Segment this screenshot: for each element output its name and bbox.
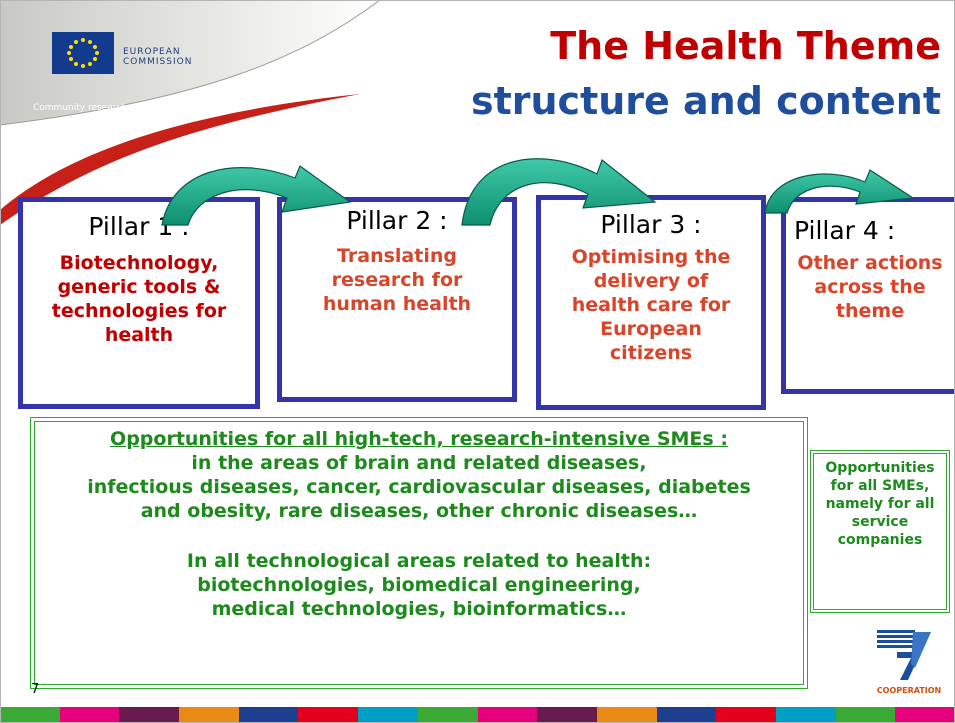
color-segment [477,707,538,723]
fp7-cooperation-label: COOPERATION [876,686,942,695]
ec-line1: EUROPEAN [123,47,181,57]
opportunities-technologies: In all technological areas related to he… [186,550,652,620]
pillar-1-desc: Biotechnology, generic tools & technolog… [51,252,227,346]
slide-subtitle: structure and content [470,79,941,123]
pillar-4-desc: Other actions across the theme [797,252,943,322]
slide-title: The Health Theme [550,24,941,68]
opportunities-diseases: in the areas of brain and related diseas… [87,452,751,522]
pillar-3-title: Pillar 3 : [600,210,702,239]
color-segment [0,707,60,723]
color-segment [895,707,955,723]
ec-line2: COMMISSION [123,57,193,67]
pillar-arrows [161,158,915,226]
color-segment [417,707,478,723]
color-segment [537,707,597,723]
color-segment [656,707,717,723]
arrow-2-3 [461,158,657,226]
arrow-3-4 [764,169,915,214]
color-segment [716,707,776,723]
pillar-2-title: Pillar 2 : [346,206,448,235]
color-segment [358,707,418,723]
color-segment [596,707,657,723]
color-segment [238,707,299,723]
color-segment [835,707,896,723]
sme-services-box: Opportunities for all SMEs, namely for a… [810,450,950,613]
pillar-2-desc: Translating research for human health [322,245,472,315]
color-segment [298,707,359,723]
slide-number: 7 [31,682,40,697]
ec-name: EUROPEAN COMMISSION [123,47,192,67]
ec-tagline: Community research [33,103,127,113]
pillar-4-box: Pillar 4 : Other actions across the them… [781,197,955,394]
opportunities-box: Opportunities for all high-tech, researc… [30,417,808,689]
eu-flag-logo [52,32,114,74]
pillar-2-box: Pillar 2 : Translating research for huma… [277,197,517,402]
arrow-1-2 [161,165,352,226]
pillar-3-desc: Optimising the delivery of health care f… [571,246,731,364]
color-segment [179,707,239,723]
fp7-logo [871,630,947,688]
opportunities-heading: Opportunities for all high-tech, researc… [110,428,728,450]
bottom-color-bar [0,707,955,723]
pillar-3-box: Pillar 3 : Optimising the delivery of he… [536,195,766,410]
color-segment [119,707,180,723]
color-segment [775,707,836,723]
color-segment [59,707,120,723]
pillar-4-title: Pillar 4 : [794,216,896,245]
header-swoosh [0,0,381,225]
